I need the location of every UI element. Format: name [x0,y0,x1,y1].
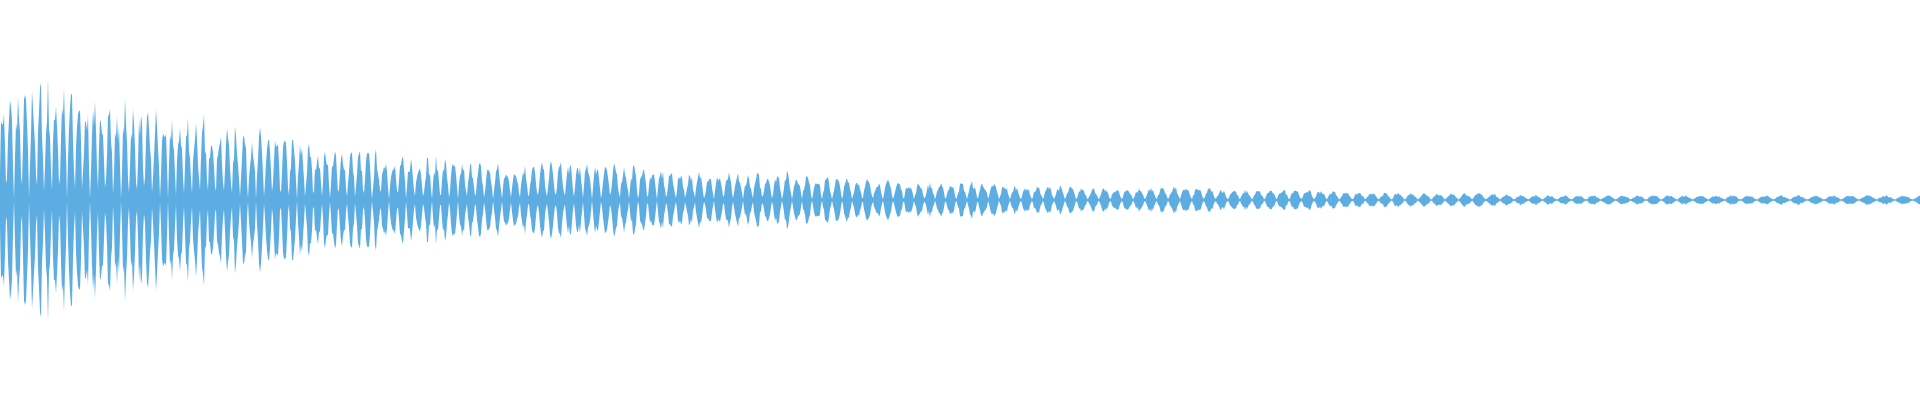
waveform-shape [0,78,1920,322]
